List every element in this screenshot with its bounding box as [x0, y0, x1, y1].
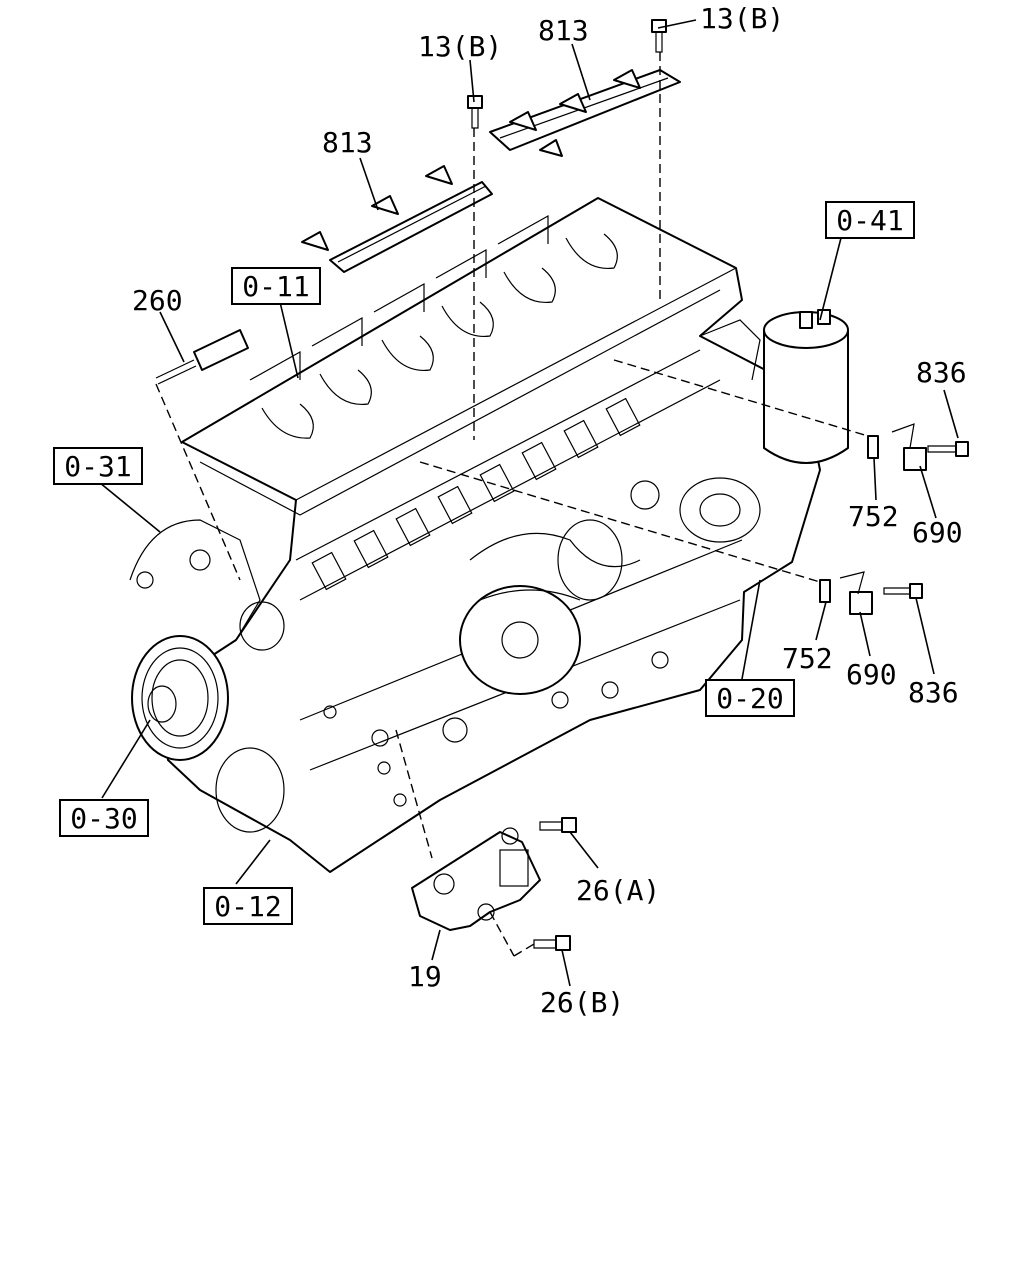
- bolt-836-upper: [927, 441, 969, 457]
- crank-bearing-saddles: [249, 214, 618, 439]
- svg-text:0-11: 0-11: [242, 270, 309, 303]
- callout-0-12[interactable]: 0-12: [203, 887, 293, 925]
- label-813-left[interactable]: 813: [322, 126, 373, 159]
- callout-0-11[interactable]: 0-11: [231, 267, 321, 305]
- bolt-13b-left: [467, 95, 483, 129]
- dashed-alignment-lines: [155, 52, 869, 957]
- svg-text:0-20: 0-20: [716, 682, 783, 715]
- bolt-26b: [533, 935, 571, 951]
- svg-text:0-12: 0-12: [214, 890, 281, 923]
- shim-752-lower: [819, 579, 831, 603]
- shim-752-upper: [867, 435, 879, 459]
- label-813-top[interactable]: 813: [538, 14, 589, 47]
- svg-text:0-31: 0-31: [64, 450, 131, 483]
- callout-0-31[interactable]: 0-31: [53, 447, 143, 485]
- label-26a[interactable]: 26(A): [576, 874, 660, 907]
- bolt-836-lower: [883, 583, 923, 599]
- harness-813-front: [301, 165, 493, 273]
- callout-0-20[interactable]: 0-20: [705, 679, 795, 717]
- label-690-upper[interactable]: 690: [912, 516, 963, 549]
- svg-text:0-41: 0-41: [836, 204, 903, 237]
- label-13b-left[interactable]: 13(B): [418, 30, 502, 63]
- leader-lines: [93, 19, 959, 987]
- harness-813-rear: [489, 69, 681, 157]
- bolt-26a: [539, 817, 577, 833]
- oil-filter: [763, 309, 849, 464]
- cylinder-block: [129, 197, 849, 873]
- label-752-lower[interactable]: 752: [782, 642, 833, 675]
- fuel-pump-assembly: [459, 477, 761, 695]
- bolt-13b-top: [651, 19, 667, 53]
- label-690-lower[interactable]: 690: [846, 658, 897, 691]
- mount-bracket-19: [411, 827, 541, 931]
- label-836-upper[interactable]: 836: [916, 356, 967, 389]
- label-752-upper[interactable]: 752: [848, 500, 899, 533]
- label-260[interactable]: 260: [132, 284, 183, 317]
- label-19[interactable]: 19: [408, 960, 442, 993]
- sensor-690-lower: [839, 571, 873, 615]
- sensor-690-upper: [891, 423, 927, 471]
- callout-0-30[interactable]: 0-30: [59, 799, 149, 837]
- sensor-260: [155, 329, 249, 385]
- block-bolts: [323, 651, 669, 807]
- front-cover: [129, 519, 285, 833]
- crank-pulley: [131, 635, 229, 761]
- label-26b[interactable]: 26(B): [540, 986, 624, 1019]
- block-side-ports: [295, 349, 721, 601]
- label-836-lower[interactable]: 836: [908, 676, 959, 709]
- callout-0-41[interactable]: 0-41: [825, 201, 915, 239]
- label-13b-top[interactable]: 13(B): [700, 2, 784, 35]
- svg-text:0-30: 0-30: [70, 802, 137, 835]
